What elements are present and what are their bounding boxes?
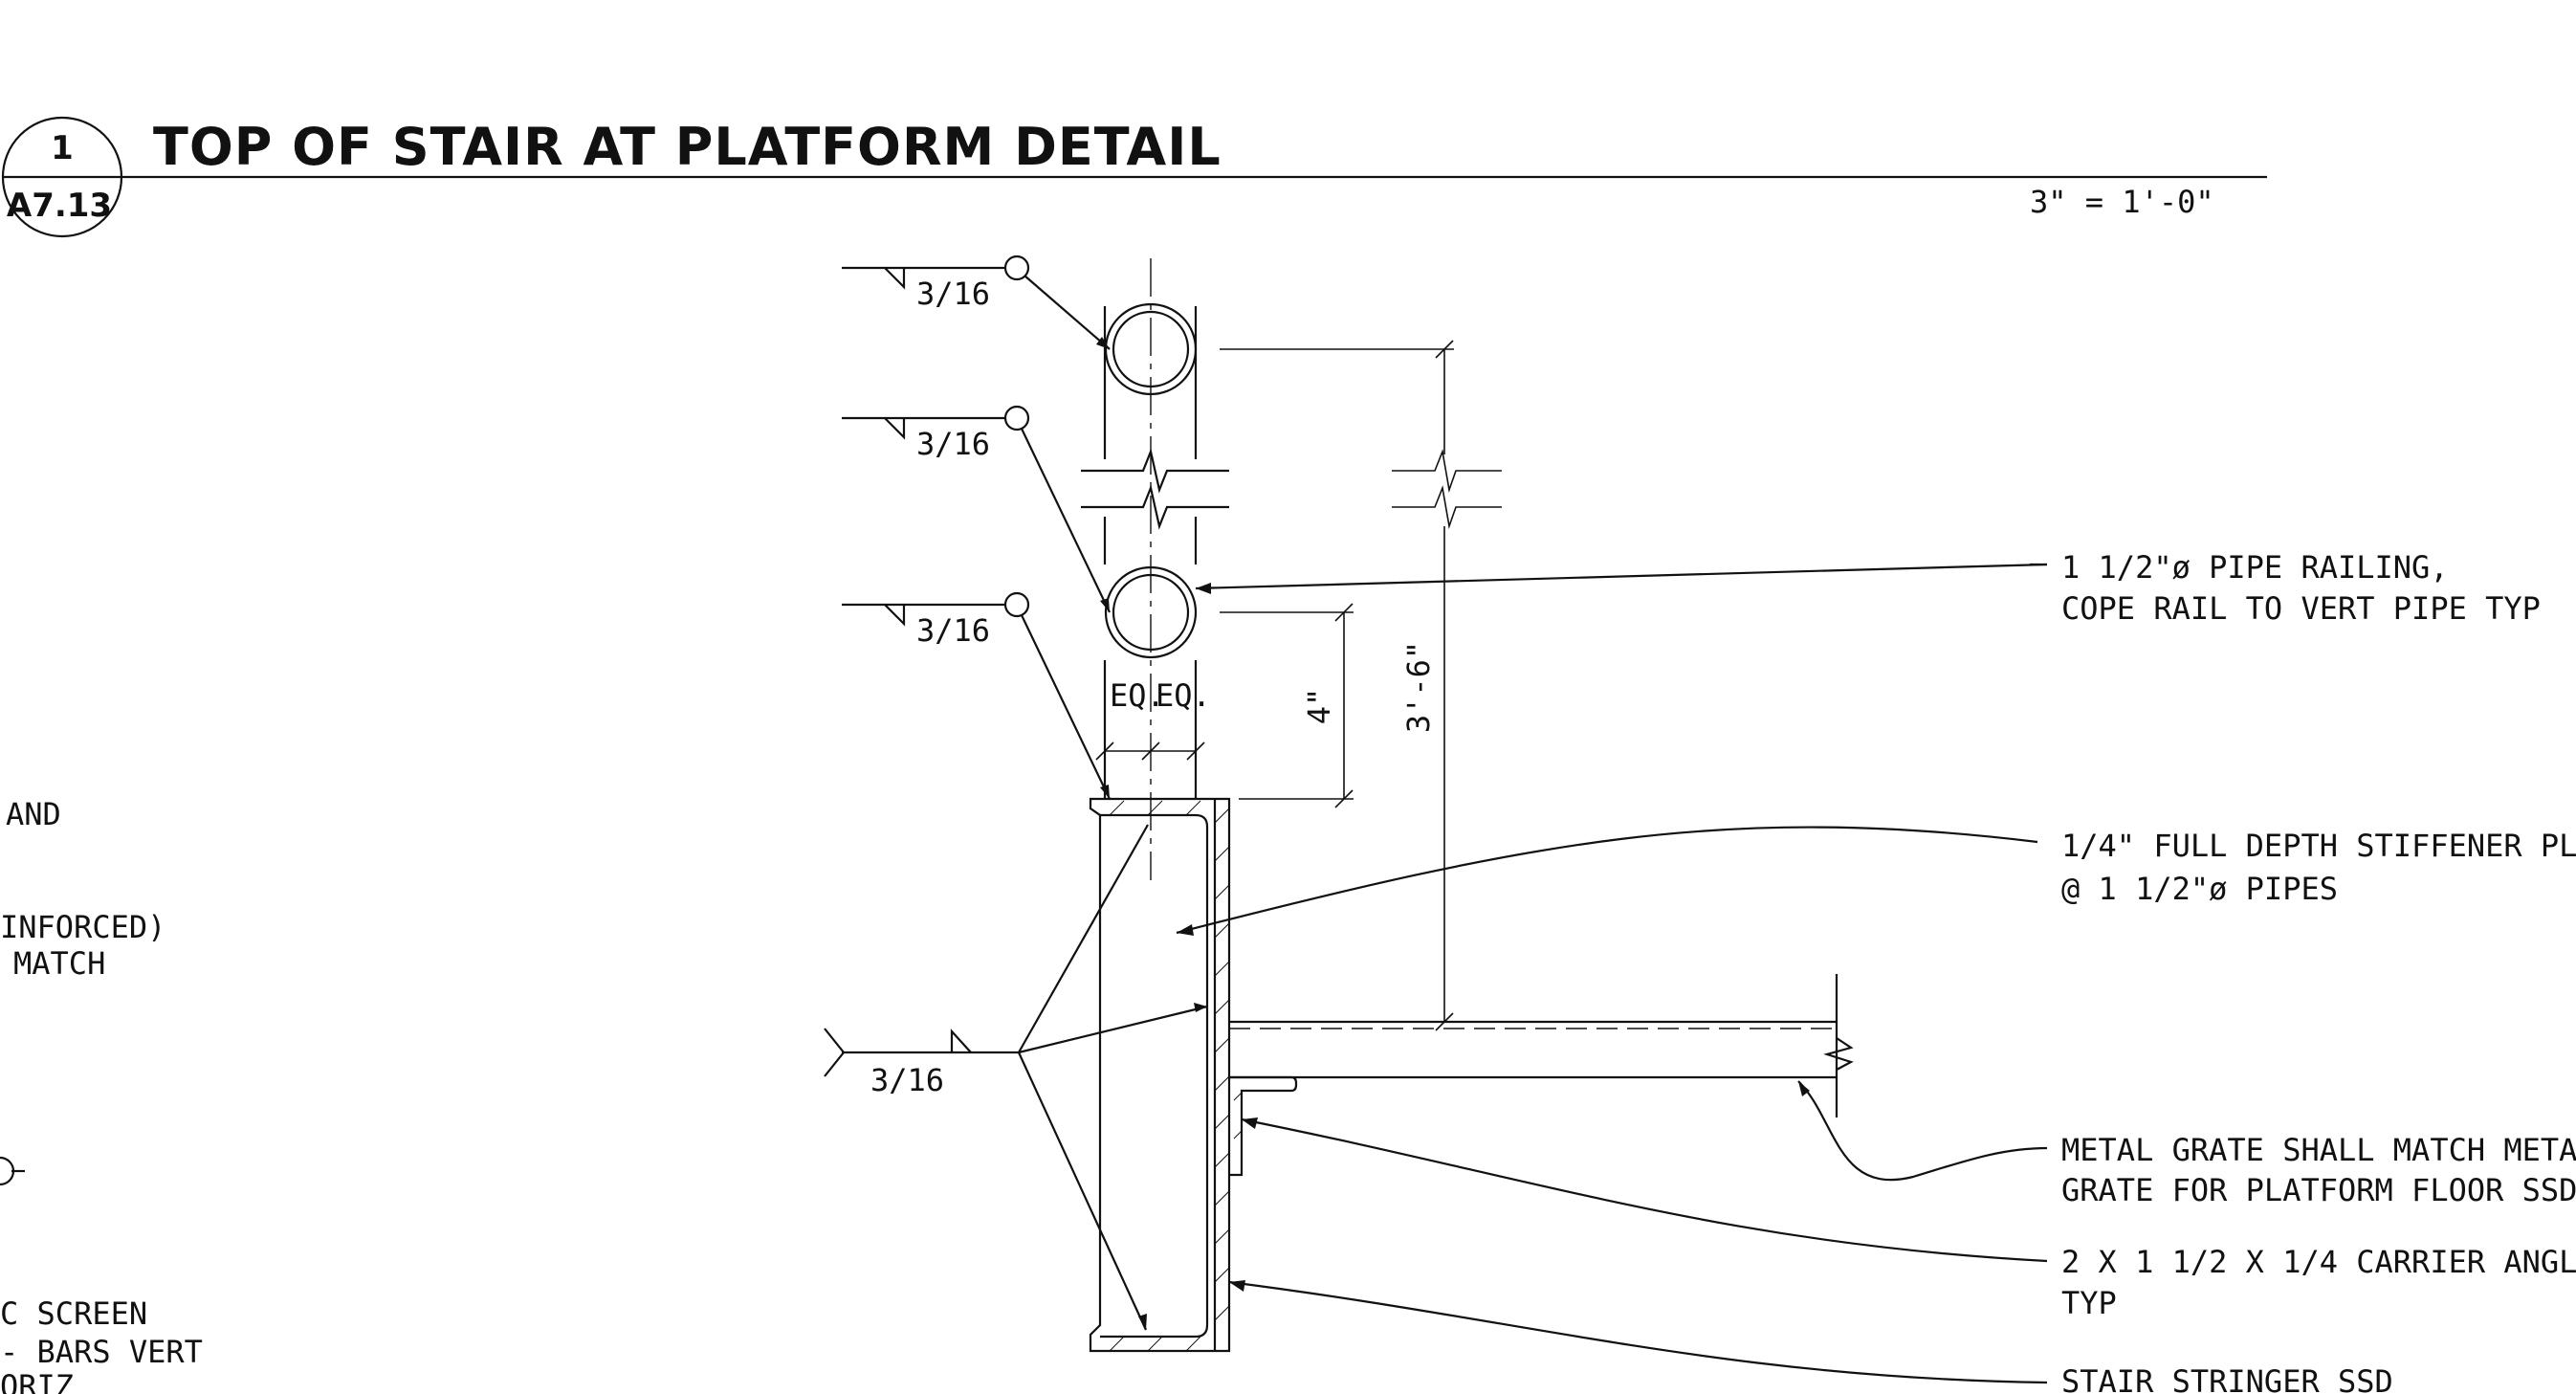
cut-note-and: AND (6, 796, 61, 832)
cut-note-match: MATCH (13, 945, 105, 982)
dim-rail-spacing: 4" (1301, 688, 1337, 725)
detail-sheet-number: A7.13 (7, 187, 112, 225)
note-carrier-angle-line2: TYP (2061, 1285, 2117, 1321)
weld-symbol-4: 3/16 (824, 824, 1208, 1331)
vertical-pipe-post (1103, 258, 1198, 880)
dim-rail-height: 3'-6" (1400, 641, 1437, 733)
detail-scale: 3" = 1'-0" (2030, 184, 2214, 220)
cut-note-oriz: ORIZ (0, 1368, 74, 1394)
dimension-rail-spacing: 4" (1220, 603, 1354, 808)
note-grate-line2: GRATE FOR PLATFORM FLOOR SSD (2061, 1172, 2576, 1208)
metal-grate (1229, 974, 1854, 1117)
weld-symbol-1: 3/16 (842, 254, 1111, 350)
weld-symbol-3: 3/16 (842, 591, 1111, 800)
cut-note-bars-vert: - BARS VERT (0, 1334, 203, 1370)
detail-number: 1 (51, 129, 74, 167)
mid-rail-pipe (1104, 565, 1198, 659)
dim-eq-right: EQ. (1156, 677, 1211, 714)
stair-stringer-channel (1089, 797, 1231, 1353)
top-rail-pipe (1104, 302, 1198, 396)
note-stiffener-line2: @ 1 1/2"ø PIPES (2061, 871, 2338, 907)
cut-note-screen: C SCREEN (0, 1295, 147, 1332)
note-grate-line1: METAL GRATE SHALL MATCH METAL (2061, 1132, 2576, 1168)
dimension-eq: EQ. EQ. (1095, 677, 1211, 761)
note-carrier-angle: 2 X 1 1/2 X 1/4 CARRIER ANGLE TYP (1241, 1117, 2576, 1321)
note-stringer-line1: STAIR STRINGER SSD (2061, 1363, 2393, 1394)
weld-size-3: 3/16 (916, 612, 990, 649)
note-stiffener: 1/4" FULL DEPTH STIFFENER PL @ 1 1/2"ø P… (1176, 826, 2576, 936)
weld-size-2: 3/16 (916, 426, 990, 462)
cut-off-notes: AND INFORCED) MATCH C SCREEN - BARS VERT… (0, 796, 203, 1394)
post-break-lines (1081, 448, 1229, 530)
carrier-angle (1229, 1075, 1298, 1177)
weld-size-1: 3/16 (916, 276, 990, 312)
weld-symbol-2: 3/16 (842, 405, 1111, 613)
note-stiffener-line1: 1/4" FULL DEPTH STIFFENER PL (2061, 828, 2576, 864)
note-pipe-railing-line2: COPE RAIL TO VERT PIPE TYP (2061, 590, 2541, 627)
weld-size-4: 3/16 (870, 1062, 944, 1098)
note-pipe-railing: 1 1/2"ø PIPE RAILING, COPE RAIL TO VERT … (1195, 549, 2541, 627)
cut-note-reinforced: INFORCED) (0, 909, 165, 945)
detail-title: TOP OF STAIR AT PLATFORM DETAIL (153, 117, 1222, 177)
section-symbol-partial (0, 1156, 15, 1186)
note-stringer: STAIR STRINGER SSD (1228, 1280, 2393, 1394)
detail-callout-bubble: 1 A7.13 (1, 116, 123, 238)
note-pipe-railing-line1: 1 1/2"ø PIPE RAILING, (2061, 549, 2449, 586)
dim-eq-left: EQ. (1110, 677, 1165, 714)
dimension-rail-height: 3'-6" (1220, 340, 1502, 1031)
note-carrier-angle-line1: 2 X 1 1/2 X 1/4 CARRIER ANGLE (2061, 1244, 2576, 1280)
note-grate: METAL GRATE SHALL MATCH METAL GRATE FOR … (1797, 1080, 2576, 1208)
